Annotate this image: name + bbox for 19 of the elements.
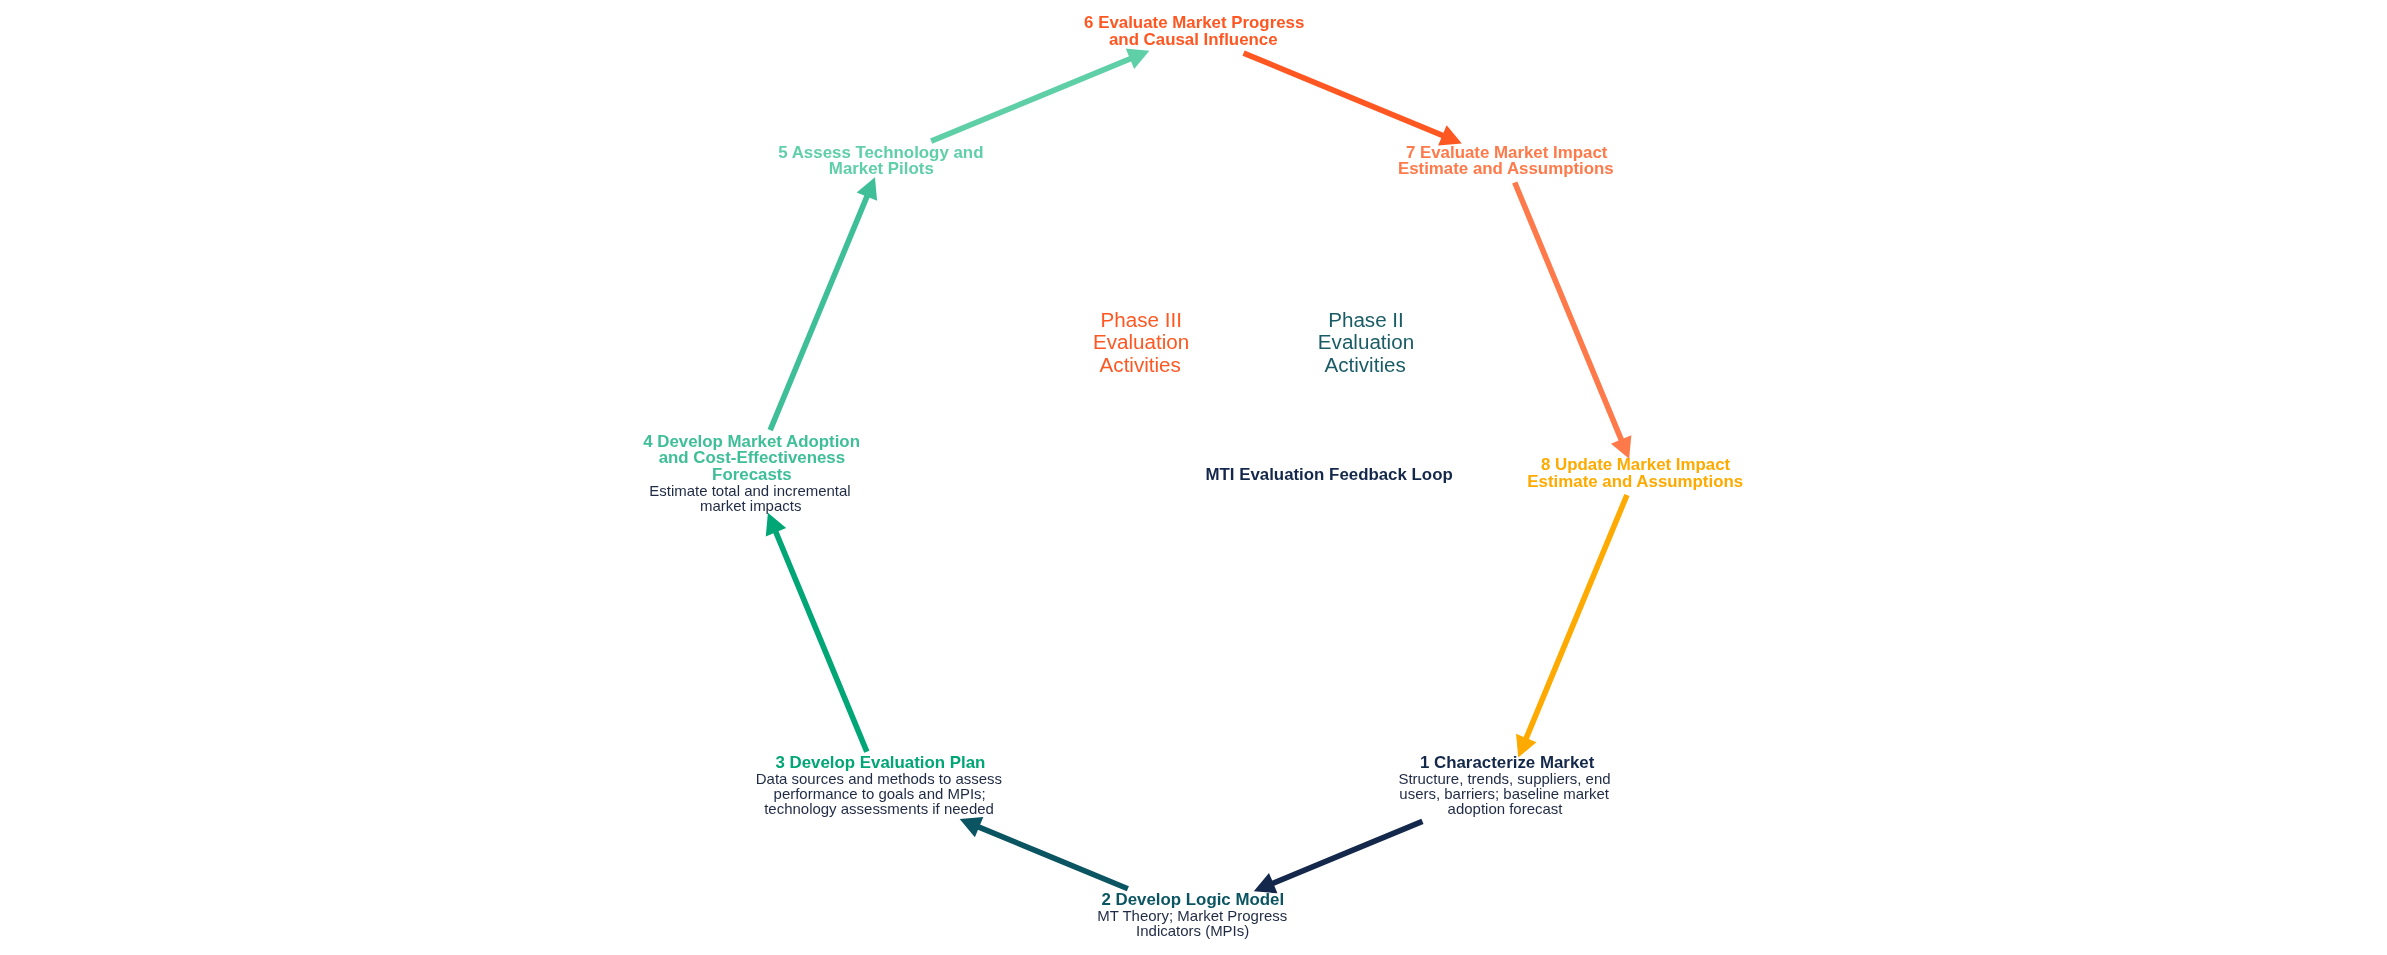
arrow <box>1242 50 1462 146</box>
arrow <box>767 177 878 432</box>
node-text: 3 Develop Evaluation Plan Data sources and methods to assess performance to goals and MPIs; technology assessments if needed <box>755 753 1003 817</box>
arrow <box>1253 818 1424 894</box>
arrow <box>930 48 1150 144</box>
arrow <box>765 512 870 753</box>
node-text: 6 Evaluate Market Progress and Causal Influence <box>1084 13 1305 49</box>
node-text: MTI Evaluation Feedback Loop <box>1205 465 1453 485</box>
node-text: 7 Evaluate Market Impact Estimate and Assumptions <box>1397 142 1614 179</box>
label: Phase II Evaluation Activities <box>1317 307 1415 376</box>
node-text: 4 Develop Market Adoption and Cost-Effectiveness Forecasts Estimate total and incremental market impacts <box>643 431 860 514</box>
node-text: 2 Develop Logic Model MT Theory; Market Progress Indicators (MPIs) <box>1097 890 1288 939</box>
node-text: 8 Update Market Impact Estimate and Assumptions <box>1527 454 1744 491</box>
arrow <box>1512 181 1632 459</box>
label: Phase III Evaluation Activities <box>1093 307 1190 376</box>
node-text: 1 Characterize Market Structure, trends, suppliers, end users, barriers; baseline market adoption forecast <box>1398 753 1611 817</box>
arrow <box>1516 493 1630 758</box>
node-text: 5 Assess Technology and Market Pilots <box>778 142 984 179</box>
arrow <box>959 816 1129 892</box>
